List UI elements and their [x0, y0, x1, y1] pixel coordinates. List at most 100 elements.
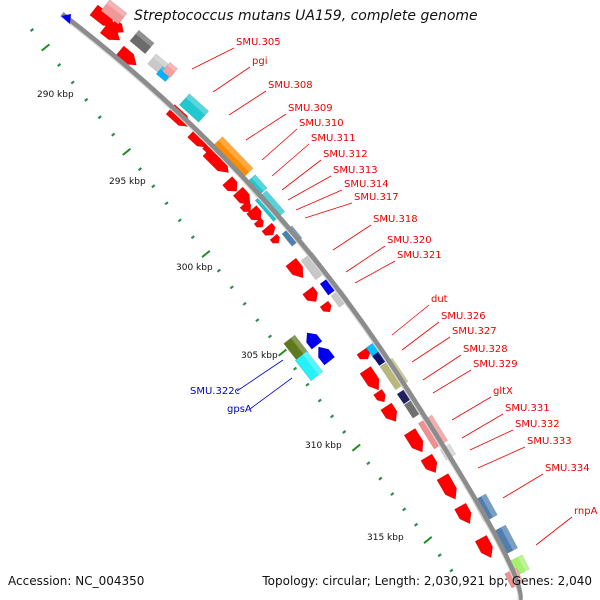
- gene-box-shape: [129, 29, 155, 55]
- gene-box-shine: [481, 493, 498, 518]
- forward-gene-arrow: [403, 427, 424, 453]
- gene-arrow-shape: [285, 257, 304, 279]
- label-leader-lines: [191, 47, 573, 546]
- minor-tick: [164, 201, 169, 206]
- leader-line: [461, 413, 504, 439]
- forward-gene-arrow: [436, 473, 457, 500]
- genome-backbone: [60, 12, 523, 600]
- forward-gene-label: SMU.327: [452, 326, 497, 337]
- forward-gene-arrow: [269, 233, 281, 244]
- feature-box: [210, 136, 254, 180]
- forward-gene-label: SMU.313: [333, 165, 378, 176]
- major-tick: [278, 348, 288, 357]
- forward-gene-arrow: [373, 388, 386, 403]
- forward-gene-label: SMU.320: [387, 235, 432, 246]
- leader-line: [391, 304, 430, 336]
- gene-arrow-shape: [318, 346, 336, 366]
- gene-arrow-shape: [306, 332, 323, 350]
- forward-gene-arrow: [359, 366, 380, 391]
- forward-gene-label: SMU.329: [473, 359, 518, 370]
- leader-line: [212, 66, 251, 93]
- forward-gene-label: dut: [431, 294, 448, 305]
- scale-label: 295 kbp: [109, 177, 146, 187]
- forward-gene-arrow: [239, 200, 252, 213]
- forward-gene-label: SMU.326: [441, 311, 486, 322]
- leader-line: [332, 224, 372, 251]
- gene-box-shine: [153, 53, 169, 68]
- minor-tick: [216, 268, 221, 273]
- minor-tick: [449, 568, 454, 573]
- minor-tick: [255, 318, 260, 323]
- gene-box-shine: [500, 525, 518, 551]
- reverse-feature-box: [294, 350, 324, 382]
- leader-line: [261, 128, 298, 161]
- gene-arrow-shape: [239, 200, 252, 213]
- reverse-gene-arrow: [306, 332, 323, 350]
- gene-arrow-shape: [359, 366, 380, 391]
- gene-arrow-shape: [319, 300, 332, 313]
- minor-tick: [151, 184, 156, 189]
- leader-line: [432, 369, 472, 394]
- feature-box: [129, 29, 155, 55]
- minor-tick: [229, 285, 234, 290]
- gene-arrow-shape: [436, 473, 457, 500]
- gene-box-shape: [100, 0, 128, 25]
- gene-arrow-shape: [454, 502, 472, 525]
- gene-arrow-shape: [304, 288, 317, 301]
- genome-summary-text: Topology: circular; Length: 2,030,921 bp…: [262, 574, 592, 588]
- leader-line: [249, 377, 293, 410]
- scale-label: 305 kbp: [241, 351, 278, 361]
- forward-gene-label: SMU.333: [527, 436, 572, 447]
- forward-gene-label: SMU.321: [397, 250, 442, 261]
- gene-arrow-shape: [108, 18, 124, 34]
- gene-box-shine: [302, 351, 323, 375]
- minor-tick: [267, 334, 273, 339]
- gene-arrow-shape: [246, 205, 262, 221]
- leader-line: [422, 354, 462, 381]
- feature-box: [100, 0, 128, 25]
- gene-box-shape: [161, 61, 179, 79]
- forward-gene-arrow: [420, 453, 438, 474]
- leader-line: [304, 202, 353, 219]
- forward-gene-label: rnpA: [574, 506, 598, 517]
- gene-box-shine: [290, 335, 309, 356]
- forward-gene-label: SMU.312: [323, 149, 368, 160]
- forward-gene-arrow: [319, 300, 332, 313]
- gene-box-shine: [518, 554, 530, 572]
- gene-box-shape: [178, 93, 210, 123]
- forward-gene-label: SMU.318: [373, 214, 418, 225]
- gene-box-shine: [218, 136, 254, 173]
- reverse-feature-box: [283, 334, 309, 362]
- minor-tick: [402, 507, 407, 512]
- feature-box: [161, 61, 179, 79]
- minor-tick: [84, 97, 89, 102]
- minor-tick: [242, 301, 247, 306]
- gene-box-shape: [294, 350, 324, 382]
- minor-tick: [390, 492, 395, 497]
- leader-line: [345, 245, 386, 273]
- forward-gene-arrow: [246, 205, 262, 221]
- forward-gene-arrow: [285, 257, 304, 279]
- gene-arrow-shape: [253, 217, 265, 228]
- forward-gene-label: SMU.331: [505, 403, 550, 414]
- gene-arrow-shape: [474, 534, 493, 559]
- scale-ticks: [29, 28, 454, 573]
- minor-tick: [305, 382, 310, 387]
- gene-arrow-shape: [261, 222, 276, 236]
- gene-box-shine: [135, 30, 155, 47]
- minor-tick: [317, 398, 322, 403]
- forward-gene-arrow: [474, 534, 493, 559]
- reverse-gene-arrow: [318, 346, 336, 366]
- leader-line: [354, 260, 396, 284]
- gene-box-shape: [244, 174, 268, 198]
- forward-gene-arrow: [380, 402, 398, 422]
- major-tick: [41, 43, 51, 52]
- backbone-highlight: [59, 15, 519, 600]
- forward-gene-label: pgi: [252, 56, 267, 67]
- minor-tick: [292, 366, 298, 371]
- gene-arrow-shape: [222, 176, 238, 192]
- minor-tick: [111, 132, 116, 137]
- scale-label: 310 kbp: [305, 441, 342, 451]
